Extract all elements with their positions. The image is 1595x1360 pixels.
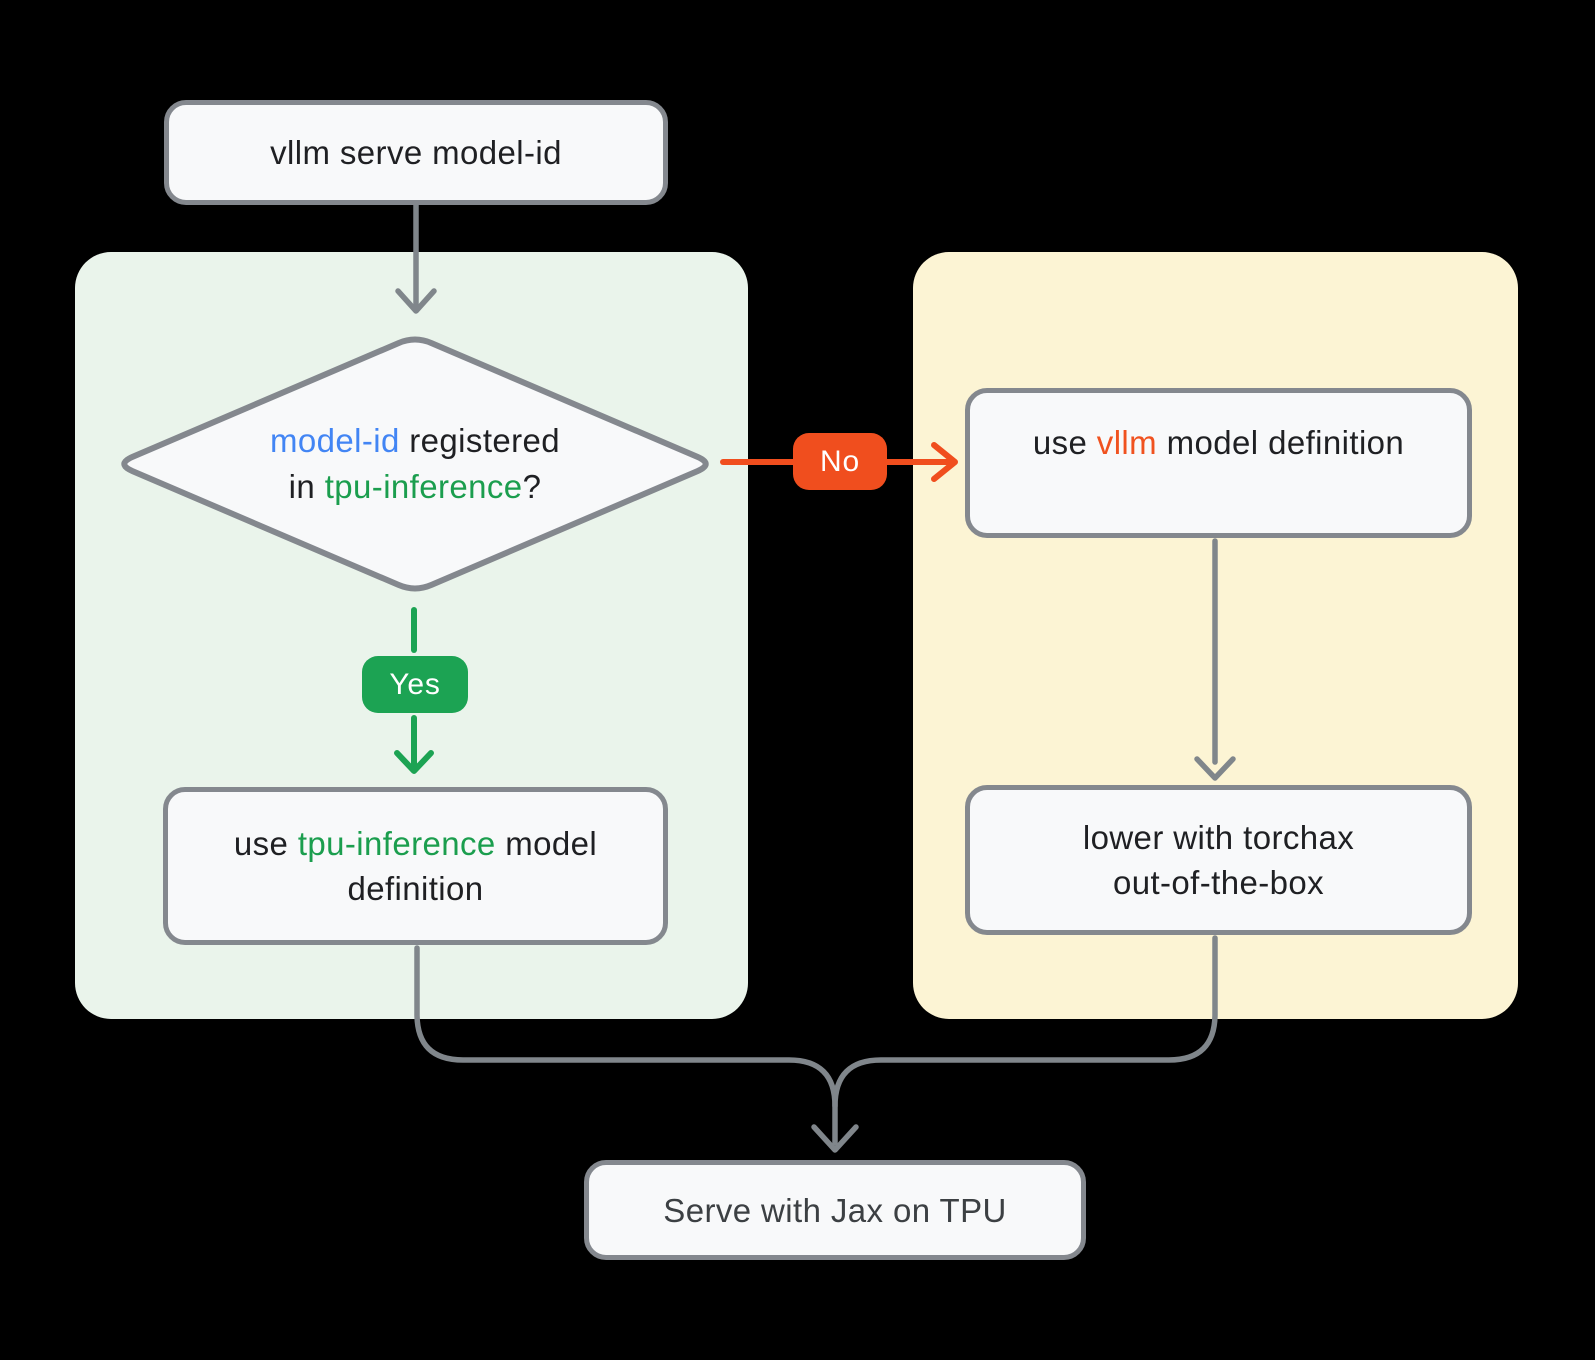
serve-node: Serve with Jax on TPU xyxy=(584,1160,1086,1260)
arrowhead-merge-to-serve xyxy=(811,1124,859,1153)
start-node-label: vllm serve model-id xyxy=(270,134,562,171)
model-id-highlight: model-id xyxy=(269,422,400,459)
serve-node-label: Serve with Jax on TPU xyxy=(663,1191,1007,1229)
start-node: vllm serve model-id xyxy=(164,100,668,205)
vllm-result-rest: model definition xyxy=(1157,424,1405,461)
decision-text-in: in xyxy=(288,468,325,505)
tpu-result-model: model xyxy=(495,825,598,862)
tpu-result-line2: definition xyxy=(347,870,484,907)
decision-label: model-id registered in tpu-inference? xyxy=(110,330,720,598)
decision-text-registered: registered xyxy=(399,422,561,459)
tpu-inference-highlight: tpu-inference xyxy=(324,468,523,505)
decision-label-line2: in tpu-inference? xyxy=(289,464,542,510)
no-badge: No xyxy=(793,433,887,490)
tpu-inference-result-node: use tpu-inference model definition xyxy=(163,787,668,945)
tpu-result-use: use xyxy=(233,825,298,862)
vllm-result-use: use xyxy=(1032,424,1097,461)
tpu-result-line1: use tpu-inference model xyxy=(234,821,597,866)
decision-node: model-id registered in tpu-inference? xyxy=(110,330,720,598)
decision-diamond-shape xyxy=(121,336,709,592)
decision-label-line1: model-id registered xyxy=(270,418,560,464)
torchax-line1: lower with torchax xyxy=(1082,819,1355,856)
yes-badge: Yes xyxy=(362,656,468,713)
decision-text-question: ? xyxy=(522,468,542,505)
vllm-result-node: use vllm model definition xyxy=(965,388,1472,538)
vllm-lib-highlight: vllm xyxy=(1096,424,1158,461)
tpu-inference-lib-highlight: tpu-inference xyxy=(297,825,496,862)
torchax-line2: out-of-the-box xyxy=(1112,864,1325,901)
vllm-result-line: use vllm model definition xyxy=(1033,420,1404,465)
torchax-node: lower with torchax out-of-the-box xyxy=(965,785,1472,935)
